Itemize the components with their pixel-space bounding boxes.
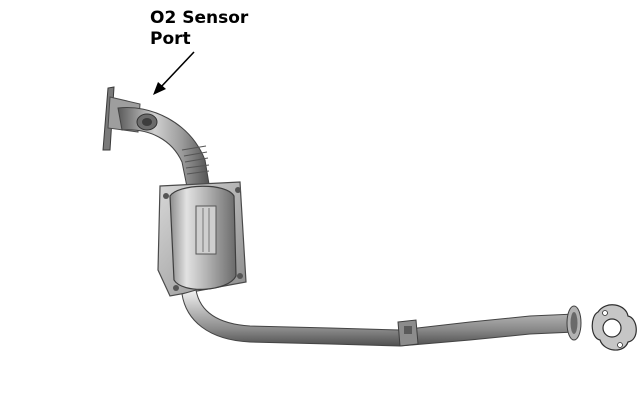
gasket — [591, 304, 637, 351]
inlet-pipe — [117, 106, 211, 193]
callout-line-2: Port — [150, 29, 191, 49]
converter-body — [169, 185, 237, 290]
callout-line-1: O2 Sensor — [150, 8, 249, 28]
callout-arrow — [153, 51, 195, 95]
outlet-pipe — [181, 289, 582, 347]
o2-sensor-callout: O2 Sensor Port — [150, 8, 248, 50]
